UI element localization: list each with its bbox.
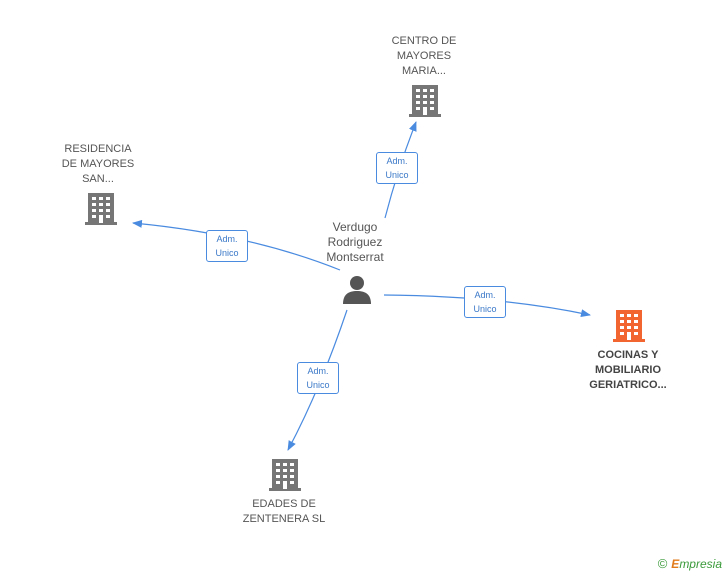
person-icon[interactable] xyxy=(341,274,373,306)
edge-label-cocinas[interactable]: Adm. Unico xyxy=(464,286,506,318)
empresia-watermark: ©Empresia xyxy=(658,556,722,571)
company-name-centro[interactable]: CENTRO DE MAYORES MARIA... xyxy=(391,35,457,77)
company-name-edades[interactable]: EDADES DE ZENTENERA SL xyxy=(242,498,326,525)
person-name[interactable]: Verdugo Rodriguez Montserrat xyxy=(326,220,384,264)
copyright-symbol: © xyxy=(657,556,668,571)
edge-label-edades[interactable]: Adm. Unico xyxy=(297,362,339,394)
company-name-cocinas[interactable]: COCINAS Y MOBILIARIO GERIATRICO... xyxy=(589,349,667,391)
edge-label-centro[interactable]: Adm. Unico xyxy=(376,152,418,184)
brand-rest: mpresia xyxy=(679,557,722,571)
building-icon[interactable] xyxy=(268,458,302,492)
company-name-residencia[interactable]: RESIDENCIA DE MAYORES SAN... xyxy=(61,143,135,185)
brand-initial: E xyxy=(671,557,680,571)
building-icon[interactable] xyxy=(408,84,442,118)
edge-label-residencia[interactable]: Adm. Unico xyxy=(206,230,248,262)
building-icon[interactable] xyxy=(612,309,646,343)
building-icon[interactable] xyxy=(84,192,118,226)
